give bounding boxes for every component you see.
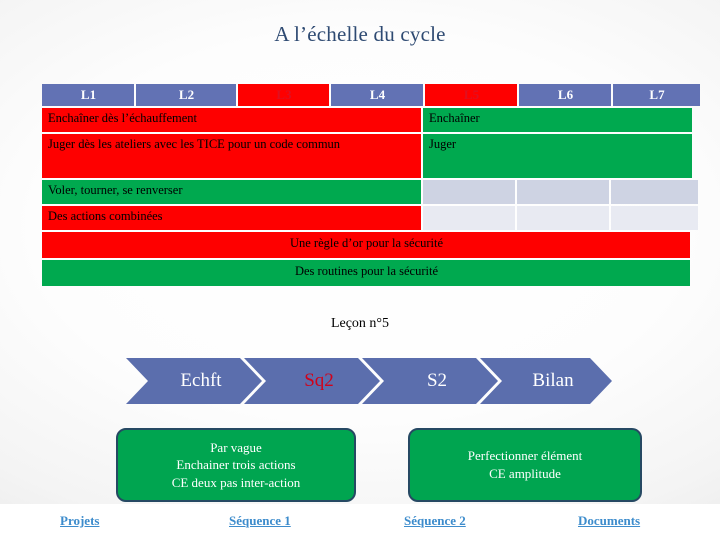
table-cell-l6-4 <box>517 206 609 230</box>
table-cell-right-1: Enchaîner <box>423 108 692 132</box>
table-cell-right-2: Juger <box>423 134 692 178</box>
nav-link-sequence-2[interactable]: Séquence 2 <box>404 513 466 528</box>
table-header-l1: L1 <box>42 84 134 106</box>
table-header-row: L1 L2 L3 L4 L5 L6 L7 <box>42 84 700 106</box>
table-cell-l7-4 <box>611 206 698 230</box>
table-cell-l6-3 <box>517 180 609 204</box>
table-row: Voler, tourner, se renverser <box>42 180 698 204</box>
table-header-l5: L5 <box>425 84 517 106</box>
chevron-step-s2[interactable]: S2 <box>362 358 498 404</box>
table-header-l6: L6 <box>519 84 611 106</box>
table-cell-left-3: Voler, tourner, se renverser <box>42 180 421 204</box>
table-row: Une règle d’or pour la sécurité <box>42 232 690 258</box>
nav-link-projets[interactable]: Projets <box>60 513 100 528</box>
table-cell-l5-3 <box>423 180 515 204</box>
table-cell-l7-3 <box>611 180 698 204</box>
chevron-step-echft[interactable]: Echft <box>126 358 262 404</box>
table-header-l4: L4 <box>331 84 423 106</box>
table-cell-left-2: Juger dès les ateliers avec les TICE pou… <box>42 134 421 178</box>
nav-link-documents[interactable]: Documents <box>578 513 641 528</box>
chevron-sequence: Echft Sq2 S2 Bilan <box>126 358 612 404</box>
table-row: Des routines pour la sécurité <box>42 260 690 286</box>
table-row: Juger dès les ateliers avec les TICE pou… <box>42 134 692 178</box>
table-cell-left-1: Enchaîner dès l’échauffement <box>42 108 421 132</box>
chevron-step-bilan[interactable]: Bilan <box>480 358 612 404</box>
bottom-nav-bar: Projets Séquence 1 Séquence 2 Documents <box>0 504 720 540</box>
table-cell-routines: Des routines pour la sécurité <box>42 260 690 286</box>
table-cell-left-4: Des actions combinées <box>42 206 421 230</box>
cycle-table: L1 L2 L3 L4 L5 L6 L7 Enchaîner dès l’éch… <box>42 84 700 288</box>
chevron-step-sq2[interactable]: Sq2 <box>244 358 380 404</box>
table-row: Des actions combinées <box>42 206 698 230</box>
nav-link-sequence-1[interactable]: Séquence 1 <box>229 513 291 528</box>
table-row: Enchaîner dès l’échauffement Enchaîner <box>42 108 692 132</box>
table-header-l2: L2 <box>136 84 236 106</box>
lesson-label: Leçon n°5 <box>330 316 390 331</box>
table-header-l3: L3 <box>238 84 329 106</box>
page-title: A l’échelle du cycle <box>274 22 446 46</box>
table-header-l7: L7 <box>613 84 700 106</box>
table-cell-l5-4 <box>423 206 515 230</box>
table-cell-regle-dor: Une règle d’or pour la sécurité <box>42 232 690 258</box>
